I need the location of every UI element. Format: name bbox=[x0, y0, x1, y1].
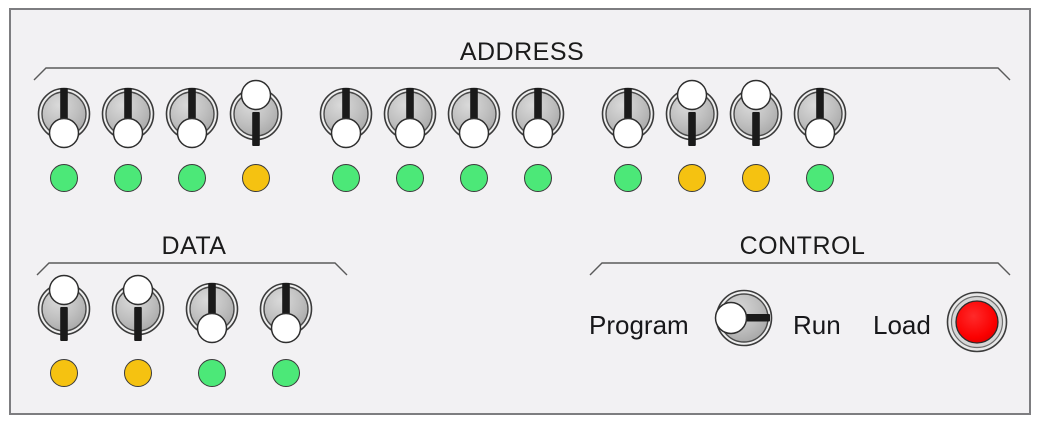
address-led-5 bbox=[332, 164, 360, 192]
address-led-11 bbox=[742, 164, 770, 192]
front-panel: ADDRESS bbox=[9, 8, 1031, 415]
address-led-10 bbox=[678, 164, 706, 192]
address-led-6 bbox=[396, 164, 424, 192]
address-switch-5[interactable] bbox=[317, 78, 375, 156]
address-group-bracket bbox=[33, 67, 1011, 81]
address-led-1 bbox=[50, 164, 78, 192]
address-switch-3[interactable] bbox=[163, 78, 221, 156]
mode-switch-program-label: Program bbox=[589, 310, 689, 340]
address-switch-7[interactable] bbox=[445, 78, 503, 156]
load-button[interactable] bbox=[946, 291, 1008, 353]
address-switch-6[interactable] bbox=[381, 78, 439, 156]
data-led-3 bbox=[198, 359, 226, 387]
mode-switch-run-label: Run bbox=[793, 310, 841, 340]
address-led-8 bbox=[524, 164, 552, 192]
address-switch-1[interactable] bbox=[35, 78, 93, 156]
control-section-title: CONTROL bbox=[739, 232, 866, 260]
data-switch-4[interactable] bbox=[257, 273, 315, 351]
data-group-bracket bbox=[36, 262, 348, 276]
data-led-4 bbox=[272, 359, 300, 387]
data-section-title: DATA bbox=[161, 232, 227, 260]
data-switch-1[interactable] bbox=[35, 273, 93, 351]
address-led-7 bbox=[460, 164, 488, 192]
address-led-9 bbox=[614, 164, 642, 192]
mode-switch[interactable] bbox=[706, 287, 778, 349]
address-led-12 bbox=[806, 164, 834, 192]
address-switch-10[interactable] bbox=[663, 78, 721, 156]
address-led-3 bbox=[178, 164, 206, 192]
load-button-label: Load bbox=[873, 310, 931, 340]
address-switch-9[interactable] bbox=[599, 78, 657, 156]
address-section-title: ADDRESS bbox=[459, 38, 585, 66]
data-led-2 bbox=[124, 359, 152, 387]
address-switch-12[interactable] bbox=[791, 78, 849, 156]
address-switch-4[interactable] bbox=[227, 78, 285, 156]
address-switch-2[interactable] bbox=[99, 78, 157, 156]
control-group-bracket bbox=[589, 262, 1011, 276]
address-led-4 bbox=[242, 164, 270, 192]
address-switch-8[interactable] bbox=[509, 78, 567, 156]
address-switch-11[interactable] bbox=[727, 78, 785, 156]
data-switch-3[interactable] bbox=[183, 273, 241, 351]
address-led-2 bbox=[114, 164, 142, 192]
data-switch-2[interactable] bbox=[109, 273, 167, 351]
data-led-1 bbox=[50, 359, 78, 387]
